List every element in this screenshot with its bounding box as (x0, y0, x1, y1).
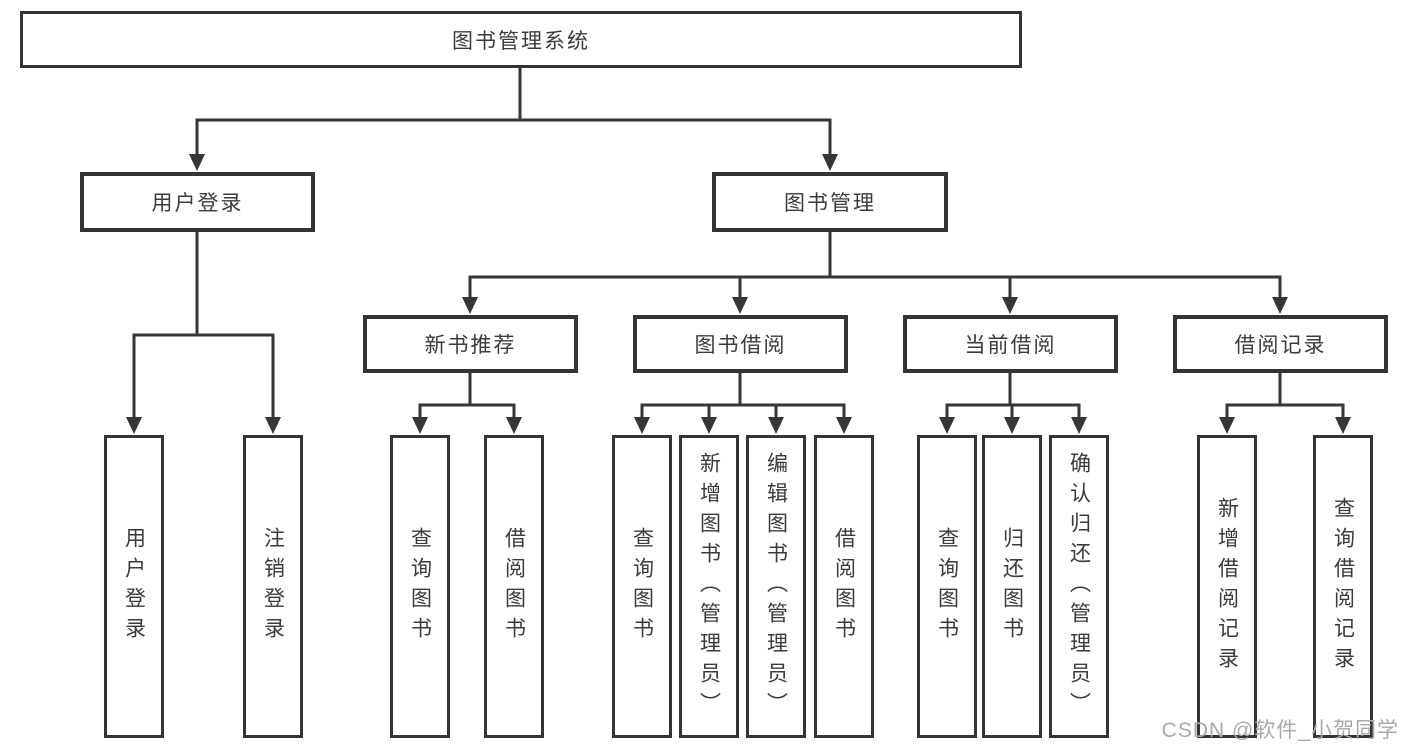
node-label: 借阅记录 (1234, 334, 1327, 357)
leaf-query-borrow-record: 查询借阅记录 (1313, 435, 1373, 738)
leaf-add-borrow-record: 新增借阅记录 (1197, 435, 1257, 738)
leaf-edit-book-admin: 编辑图书（管理员） (746, 435, 806, 738)
leaf-user-login: 用户登录 (104, 435, 164, 738)
node-label: 新增借阅记录 (1215, 496, 1239, 677)
leaf-query-books-borrowing: 查询图书 (612, 435, 672, 738)
node-borrow-records: 借阅记录 (1173, 315, 1388, 373)
leaf-add-book-admin: 新增图书（管理员） (679, 435, 739, 738)
node-label: 归还图书 (1000, 526, 1024, 647)
connector-paths (132, 68, 1345, 420)
node-library-management-system: 图书管理系统 (20, 11, 1022, 68)
node-label: 确认归还（管理员） (1067, 451, 1091, 722)
leaf-confirm-return-admin: 确认归还（管理员） (1049, 435, 1109, 738)
node-label: 当前借阅 (964, 334, 1057, 357)
node-label: 查询图书 (408, 526, 432, 647)
node-label: 图书借阅 (694, 334, 787, 357)
node-label: 图书管理系统 (452, 29, 590, 53)
arrowheads (126, 154, 1351, 434)
csdn-watermark: CSDN @软件_小贺同学 (1161, 719, 1399, 742)
node-book-borrowing: 图书借阅 (633, 315, 848, 373)
leaf-query-books-current: 查询图书 (917, 435, 977, 738)
leaf-query-books-recommend: 查询图书 (390, 435, 450, 738)
leaf-borrow-books-recommend: 借阅图书 (484, 435, 544, 738)
node-label: 借阅图书 (502, 526, 526, 647)
node-current-borrowing: 当前借阅 (903, 315, 1118, 373)
leaf-logout: 注销登录 (243, 435, 303, 738)
node-label: 新增图书（管理员） (697, 451, 721, 722)
node-label: 编辑图书（管理员） (764, 451, 788, 722)
node-book-management: 图书管理 (712, 172, 948, 232)
leaf-return-books: 归还图书 (982, 435, 1042, 738)
node-label: 图书管理 (784, 192, 876, 215)
node-new-book-recommend: 新书推荐 (363, 315, 578, 373)
leaf-borrow-books-borrowing: 借阅图书 (814, 435, 874, 738)
node-label: 新书推荐 (424, 334, 517, 357)
node-user-login-group: 用户登录 (80, 172, 315, 232)
node-label: 用户登录 (122, 526, 146, 647)
node-label: 查询图书 (935, 526, 959, 647)
node-label: 借阅图书 (832, 526, 856, 647)
node-label: 查询图书 (630, 526, 654, 647)
node-label: 用户登录 (151, 192, 244, 215)
node-label: 注销登录 (261, 526, 285, 647)
node-label: 查询借阅记录 (1331, 496, 1355, 677)
